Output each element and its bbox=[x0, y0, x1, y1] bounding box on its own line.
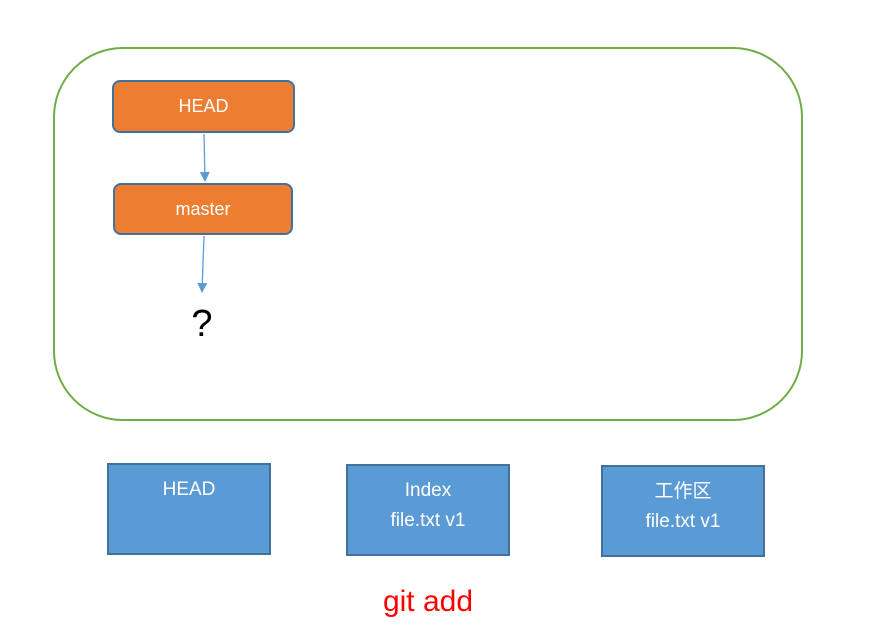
master-branch-label: master bbox=[175, 198, 231, 219]
git-command-label: git add bbox=[382, 585, 474, 618]
head-ref-label: HEAD bbox=[178, 96, 229, 116]
working-directory-content: file.txt v1 bbox=[645, 511, 721, 532]
repository-frame bbox=[53, 47, 803, 421]
unknown-commit-marker: ? bbox=[191, 303, 213, 345]
index-area-content: file.txt v1 bbox=[390, 510, 466, 531]
index-area-title: Index bbox=[404, 480, 452, 501]
head-area-title: HEAD bbox=[162, 479, 216, 500]
head-ref-box: HEAD bbox=[112, 80, 295, 133]
head-area-box: HEAD bbox=[107, 463, 271, 555]
working-directory-box: 工作区 file.txt v1 bbox=[601, 465, 765, 557]
working-directory-title: 工作区 bbox=[654, 481, 712, 502]
master-branch-box: master bbox=[113, 183, 293, 235]
index-area-box: Index file.txt v1 bbox=[346, 464, 510, 556]
